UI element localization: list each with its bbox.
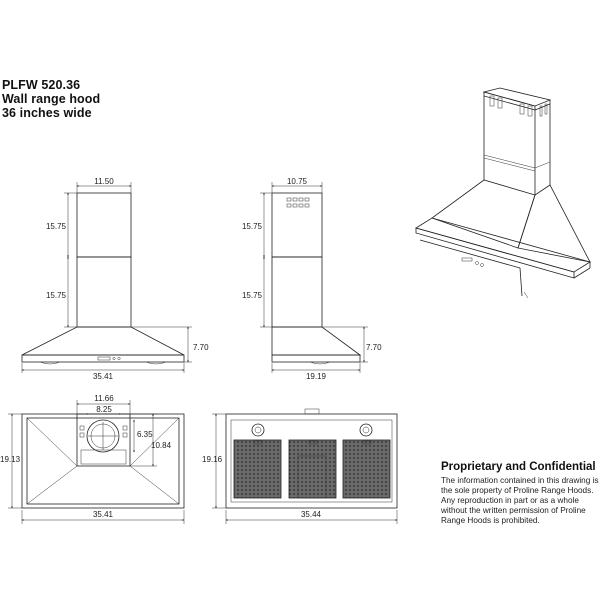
confidential-notice: Proprietary and Confidential The informa…: [441, 461, 600, 526]
bottom-width: 35.44: [301, 510, 322, 519]
side-upper-height: 15.75: [242, 222, 263, 231]
front-view: 11.50 15.75 15.75 7.70 35.41: [21, 177, 209, 381]
bottom-view: 19.16 35.44: [202, 408, 398, 524]
top-duct-width: 11.66: [94, 394, 114, 403]
top-duct-inner: 8.25: [96, 405, 112, 414]
front-upper-height: 15.75: [46, 222, 67, 231]
top-depth: 19.13: [0, 455, 21, 464]
top-width: 35.41: [93, 510, 114, 519]
isometric-view: [415, 87, 591, 299]
model-number: PLFW 520.36: [2, 78, 81, 92]
side-bottom-width: 19.19: [306, 372, 327, 381]
side-view: 10.75 15.75 15.75 7.70 19.19: [242, 177, 382, 381]
front-bottom-width: 35.41: [93, 372, 114, 381]
top-view: 11.66 8.25 6.35 10.84 19.13 35.41: [0, 394, 185, 524]
notice-title: Proprietary and Confidential: [441, 461, 596, 473]
front-lower-height: 15.75: [46, 291, 67, 300]
top-duct-offset: 10.84: [151, 441, 172, 450]
notice-body: The information contained in this drawin…: [441, 476, 599, 525]
product-type: Wall range hood: [2, 92, 101, 106]
side-lower-height: 15.75: [242, 291, 263, 300]
front-top-width: 11.50: [94, 177, 114, 186]
side-canopy-height: 7.70: [366, 343, 382, 352]
side-top-width: 10.75: [287, 177, 308, 186]
product-width: 36 inches wide: [2, 106, 92, 120]
top-duct-depth: 6.35: [137, 430, 153, 439]
bottom-depth: 19.16: [202, 455, 223, 464]
front-canopy-height: 7.70: [193, 343, 209, 352]
